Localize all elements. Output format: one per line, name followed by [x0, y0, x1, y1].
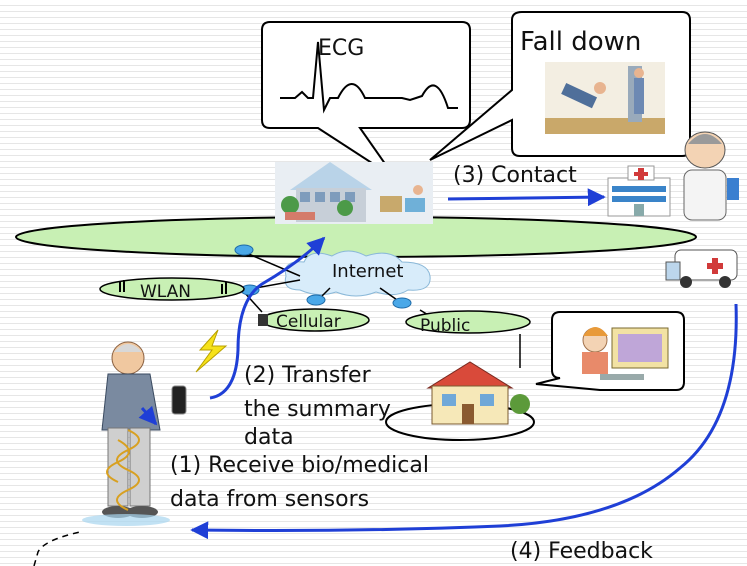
step-feedback-label: (4) Feedback [510, 539, 653, 564]
ambulance-icon [665, 249, 738, 288]
step-contact-label: (3) Contact [453, 163, 577, 188]
cellular-label: Cellular [276, 312, 341, 332]
fall-down-scene-icon [545, 62, 665, 134]
hospital-icon [607, 165, 671, 217]
wifi-antenna-icon [119, 280, 227, 294]
step-transfer-line2: the summary [244, 397, 391, 422]
ecg-label: ECG [318, 36, 364, 61]
transfer-arrow [209, 236, 326, 400]
feedback-arrow [190, 303, 738, 540]
house-icon [426, 361, 530, 425]
caregiver-bubble [535, 311, 685, 391]
internet-label: Internet [332, 261, 403, 282]
step-receive-line2: data from sensors [170, 487, 369, 512]
fall-bubble: Fall down [429, 11, 691, 161]
step-transfer-line3: data [244, 425, 294, 450]
step-transfer-line1: (2) Transfer [244, 363, 372, 388]
lightning-icon [195, 329, 228, 373]
wlan-ellipse [99, 277, 245, 301]
ecg-waveform-icon [280, 41, 458, 114]
mobile-phone-icon [171, 385, 187, 415]
step-receive-line1: (1) Receive bio/medical [170, 453, 429, 478]
public-ellipse [405, 310, 531, 334]
fall-label: Fall down [520, 27, 641, 57]
medical-center-building-icon [275, 162, 433, 224]
public-label: Public [420, 316, 470, 336]
sensor-arrow [138, 405, 158, 426]
caregiver-computer-icon [582, 327, 669, 380]
contact-arrow [447, 188, 606, 207]
router-icon [234, 244, 412, 309]
wlan-label: WLAN [140, 282, 191, 302]
cell-tower-icon [258, 314, 268, 326]
doctor-icon [683, 131, 739, 221]
dashed-outline [33, 531, 81, 566]
ecg-bubble: ECG [261, 21, 471, 179]
sensor-coil-icon [106, 429, 140, 511]
elderly-man-icon [82, 341, 170, 526]
